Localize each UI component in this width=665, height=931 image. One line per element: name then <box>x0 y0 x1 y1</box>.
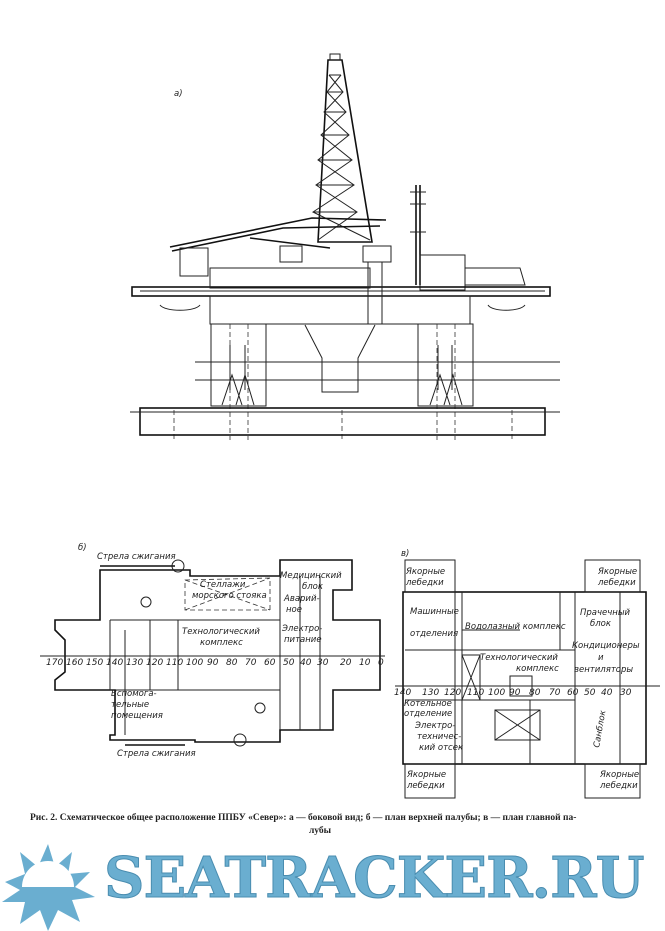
column-right <box>417 323 474 407</box>
side-view-drawing: а) <box>130 53 560 440</box>
aux-rooms-label-1: Вспомога- <box>111 689 157 699</box>
scale-tick: 50 <box>283 658 295 668</box>
boiler-room-label-2: отделение <box>404 709 452 719</box>
emergency-label-1: Аварий- <box>283 594 320 604</box>
scale-tick: 70 <box>549 688 561 698</box>
aux-rooms-label-2: тельные <box>111 700 149 710</box>
scale-tick: 50 <box>584 688 596 698</box>
winch-br-label-2: лебедки <box>599 781 638 791</box>
scale-tick: 140 <box>394 688 411 698</box>
scale-tick: 60 <box>264 658 276 668</box>
column-left <box>210 323 267 407</box>
scale-tick: 120 <box>146 658 163 668</box>
sanitary-label: Санблок <box>592 709 609 749</box>
scale-tick: 90 <box>509 688 521 698</box>
scale-tick: 160 <box>66 658 83 668</box>
scale-tick: 20 <box>340 658 352 668</box>
flare-boom-top-label: Стрела сжигания <box>97 552 176 562</box>
tech-complex-label-2: комплекс <box>200 638 243 648</box>
scale-tick: 0 <box>378 658 384 668</box>
scale-tick: 110 <box>467 688 484 698</box>
winch-br-label-1: Якорные <box>599 770 639 780</box>
caption-line-1: Рис. 2. Схематическое общее расположение… <box>30 813 577 823</box>
diving-complex-label: Водолазный комплекс <box>465 622 566 632</box>
scale-tick: 120 <box>444 688 461 698</box>
power-label-2: питание <box>284 635 322 645</box>
scale-tick: 130 <box>126 658 143 668</box>
frame-scale-c: 140 130 120 110 100 90 80 70 60 50 40 30 <box>394 688 632 698</box>
watermark-sun-icon <box>2 844 95 931</box>
winch-tr-label-2: лебедки <box>597 578 636 588</box>
winch-tr-label-1: Якорные <box>597 567 637 577</box>
tech-complex-c-label-1: Технологический <box>480 653 558 663</box>
caption-line-2: лубы <box>308 826 332 836</box>
upper-deck-plan: б) Стрела сжигания Стеллажи морского сто… <box>40 543 385 759</box>
figure-c-label: в) <box>401 549 409 559</box>
scale-tick: 150 <box>86 658 103 668</box>
hvac-label-3: вентиляторы <box>574 665 633 675</box>
crane-boom <box>169 217 387 252</box>
electro-label-2: техничес- <box>417 732 461 742</box>
electro-label-1: Электро- <box>414 721 455 731</box>
pontoon <box>139 407 546 436</box>
winch-bl-label-1: Якорные <box>406 770 446 780</box>
electro-label-3: кий отсек <box>419 743 464 753</box>
scale-tick: 90 <box>207 658 219 668</box>
scale-tick: 40 <box>601 688 613 698</box>
figure-caption: Рис. 2. Схематическое общее расположение… <box>30 812 640 838</box>
hvac-label-1: Кондиционеры <box>572 641 640 651</box>
main-deck-plan: в) Якорные лебедки Якорные лебедки Якорн… <box>394 549 660 799</box>
tech-complex-label-1: Технологический <box>182 627 260 637</box>
scale-tick: 10 <box>359 658 371 668</box>
winch-bl-label-2: лебедки <box>406 781 445 791</box>
scale-tick: 40 <box>300 658 312 668</box>
engine-room-label-2: отделения <box>410 629 458 639</box>
mast <box>415 185 421 285</box>
scale-tick: 60 <box>567 688 579 698</box>
medical-label-1: Медицинский <box>280 571 342 581</box>
scale-tick: 140 <box>106 658 123 668</box>
watermark-text: SEATRACKER.RU <box>104 845 646 911</box>
hvac-label-2: и <box>598 653 604 663</box>
scale-tick: 130 <box>422 688 439 698</box>
riser-racks-label-2: морского стояка <box>192 591 267 601</box>
medical-label-2: блок <box>302 582 324 592</box>
aux-rooms-label-3: помещения <box>111 711 163 721</box>
figure-a-label: а) <box>174 89 183 99</box>
emergency-label-2: ное <box>286 605 302 615</box>
engine-room-label-1: Машинные <box>410 607 459 617</box>
boiler-room-label-1: Котельное <box>404 699 452 709</box>
power-label-1: Электро- <box>281 624 322 634</box>
scale-tick: 170 <box>46 658 63 668</box>
scale-tick: 100 <box>186 658 203 668</box>
scale-tick: 30 <box>317 658 329 668</box>
derrick-tower <box>311 53 373 243</box>
scale-tick: 110 <box>166 658 183 668</box>
scale-tick: 80 <box>529 688 541 698</box>
tech-complex-c-label-2: комплекс <box>516 664 559 674</box>
laundry-label-1: Прачечный <box>580 608 631 618</box>
riser-racks-label-1: Стеллажи <box>200 580 246 590</box>
scale-tick: 100 <box>488 688 505 698</box>
winch-tl-label-1: Якорные <box>405 567 445 577</box>
winch-tl-label-2: лебедки <box>405 578 444 588</box>
scale-tick: 70 <box>245 658 257 668</box>
scale-tick: 80 <box>226 658 238 668</box>
laundry-label-2: блок <box>590 619 612 629</box>
scale-tick: 30 <box>620 688 632 698</box>
frame-scale-b: 170 160 150 140 130 120 110 100 90 80 70… <box>46 658 384 668</box>
figure-b-label: б) <box>78 543 87 553</box>
flare-boom-bottom-label: Стрела сжигания <box>117 749 196 759</box>
